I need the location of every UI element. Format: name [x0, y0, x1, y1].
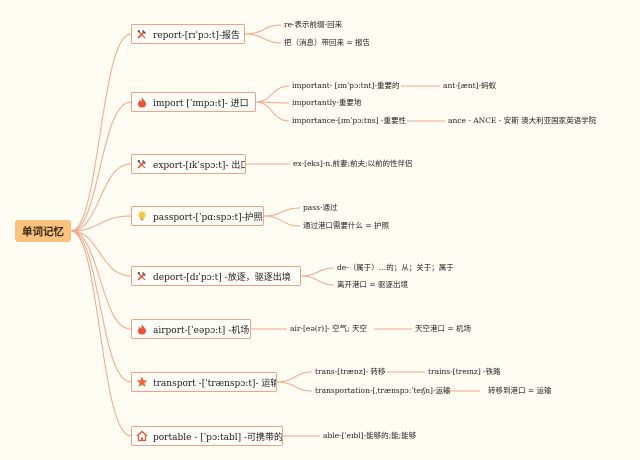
leaf: ance - ANCE - 安斯 澳大利亚国家英语学院 — [448, 116, 597, 125]
branch-passport: passport-[ˈpɑ:spɔ:t]-护照 — [131, 206, 264, 226]
leaf: air-[eə(r)]- 空气; 天空 — [290, 324, 367, 333]
branch-portable: portable - [ˈpɔ:tabl] -可携带的 — [131, 426, 283, 446]
leaf: 把（消息）带回来 = 报告 — [284, 38, 371, 47]
fire-icon — [136, 323, 148, 335]
branch-label: airport-[ˈeəpɔ:t] -机场 — [153, 325, 250, 336]
branch-label: transport -[ˈtrænspɔ:t]- 运输 — [153, 378, 277, 389]
leaf: important- [ɪmˈpɔ:tnt]-重要的 — [292, 81, 400, 90]
leaf: ex-[eks]-n.前妻;前夫;以前的性伴侣 — [293, 159, 413, 168]
tools-icon — [136, 28, 148, 40]
leaf: 转移到港口 = 运输 — [488, 386, 552, 395]
branch-export: export-[ɪkˈspɔ:t]- 出口 — [131, 154, 246, 174]
leaf: de-（属于）…的；从；关于；属于 — [337, 263, 454, 272]
branch-airport: airport-[ˈeəpɔ:t] -机场 — [131, 319, 251, 339]
branch-label: deport-[dɪˈpɔ:t] -放逐，驱逐出境 — [153, 272, 291, 283]
leaf: importantly-重要地 — [292, 98, 362, 107]
branch-label: import [ˈɪmpɔ:t]- 进口 — [153, 98, 249, 109]
branch-label: passport-[ˈpɑ:spɔ:t]-护照 — [153, 212, 263, 223]
leaf: transportation-[ˌtrænspɔ:ˈteɪʃn]-运输 — [315, 386, 451, 395]
leaf: re-表示前缀-回来 — [284, 20, 343, 29]
leaf: importance-[ɪmˈpɔ:tns] -重要性 — [292, 116, 406, 125]
branch-deport: deport-[dɪˈpɔ:t] -放逐，驱逐出境 — [131, 266, 301, 286]
branch-import: import [ˈɪmpɔ:t]- 进口 — [131, 92, 256, 112]
leaf: trans-[trænz]- 转移 — [315, 367, 386, 376]
branch-label: portable - [ˈpɔ:tabl] -可携带的 — [153, 432, 283, 443]
branch-label: export-[ɪkˈspɔ:t]- 出口 — [153, 160, 246, 171]
star-icon — [136, 376, 148, 388]
tools-icon — [136, 270, 148, 282]
branch-report: report-[rɪˈpɔ:t]-报告 — [131, 24, 245, 44]
leaf: 天空港口 = 机场 — [415, 324, 472, 333]
leaf: pass-通过 — [303, 203, 338, 212]
branch-label: report-[rɪˈpɔ:t]-报告 — [153, 30, 240, 41]
home-icon — [136, 430, 148, 442]
fire-icon — [136, 96, 148, 108]
idea-bulb-icon — [136, 210, 148, 222]
branch-transport: transport -[ˈtrænspɔ:t]- 运输 — [131, 372, 277, 392]
leaf: ant-[ænt]-蚂蚁 — [443, 81, 497, 90]
tools-icon — [136, 158, 148, 170]
leaf: able-[ˈeɪbl]-能够的;能;能够 — [323, 431, 417, 440]
leaf: 离开港口 = 驱逐出境 — [337, 280, 409, 289]
leaf: 通过港口需要什么 = 护照 — [303, 221, 390, 230]
root-node: 单词记忆 — [15, 220, 71, 242]
leaf: trains-[treɪnz] -铁路 — [428, 367, 501, 376]
